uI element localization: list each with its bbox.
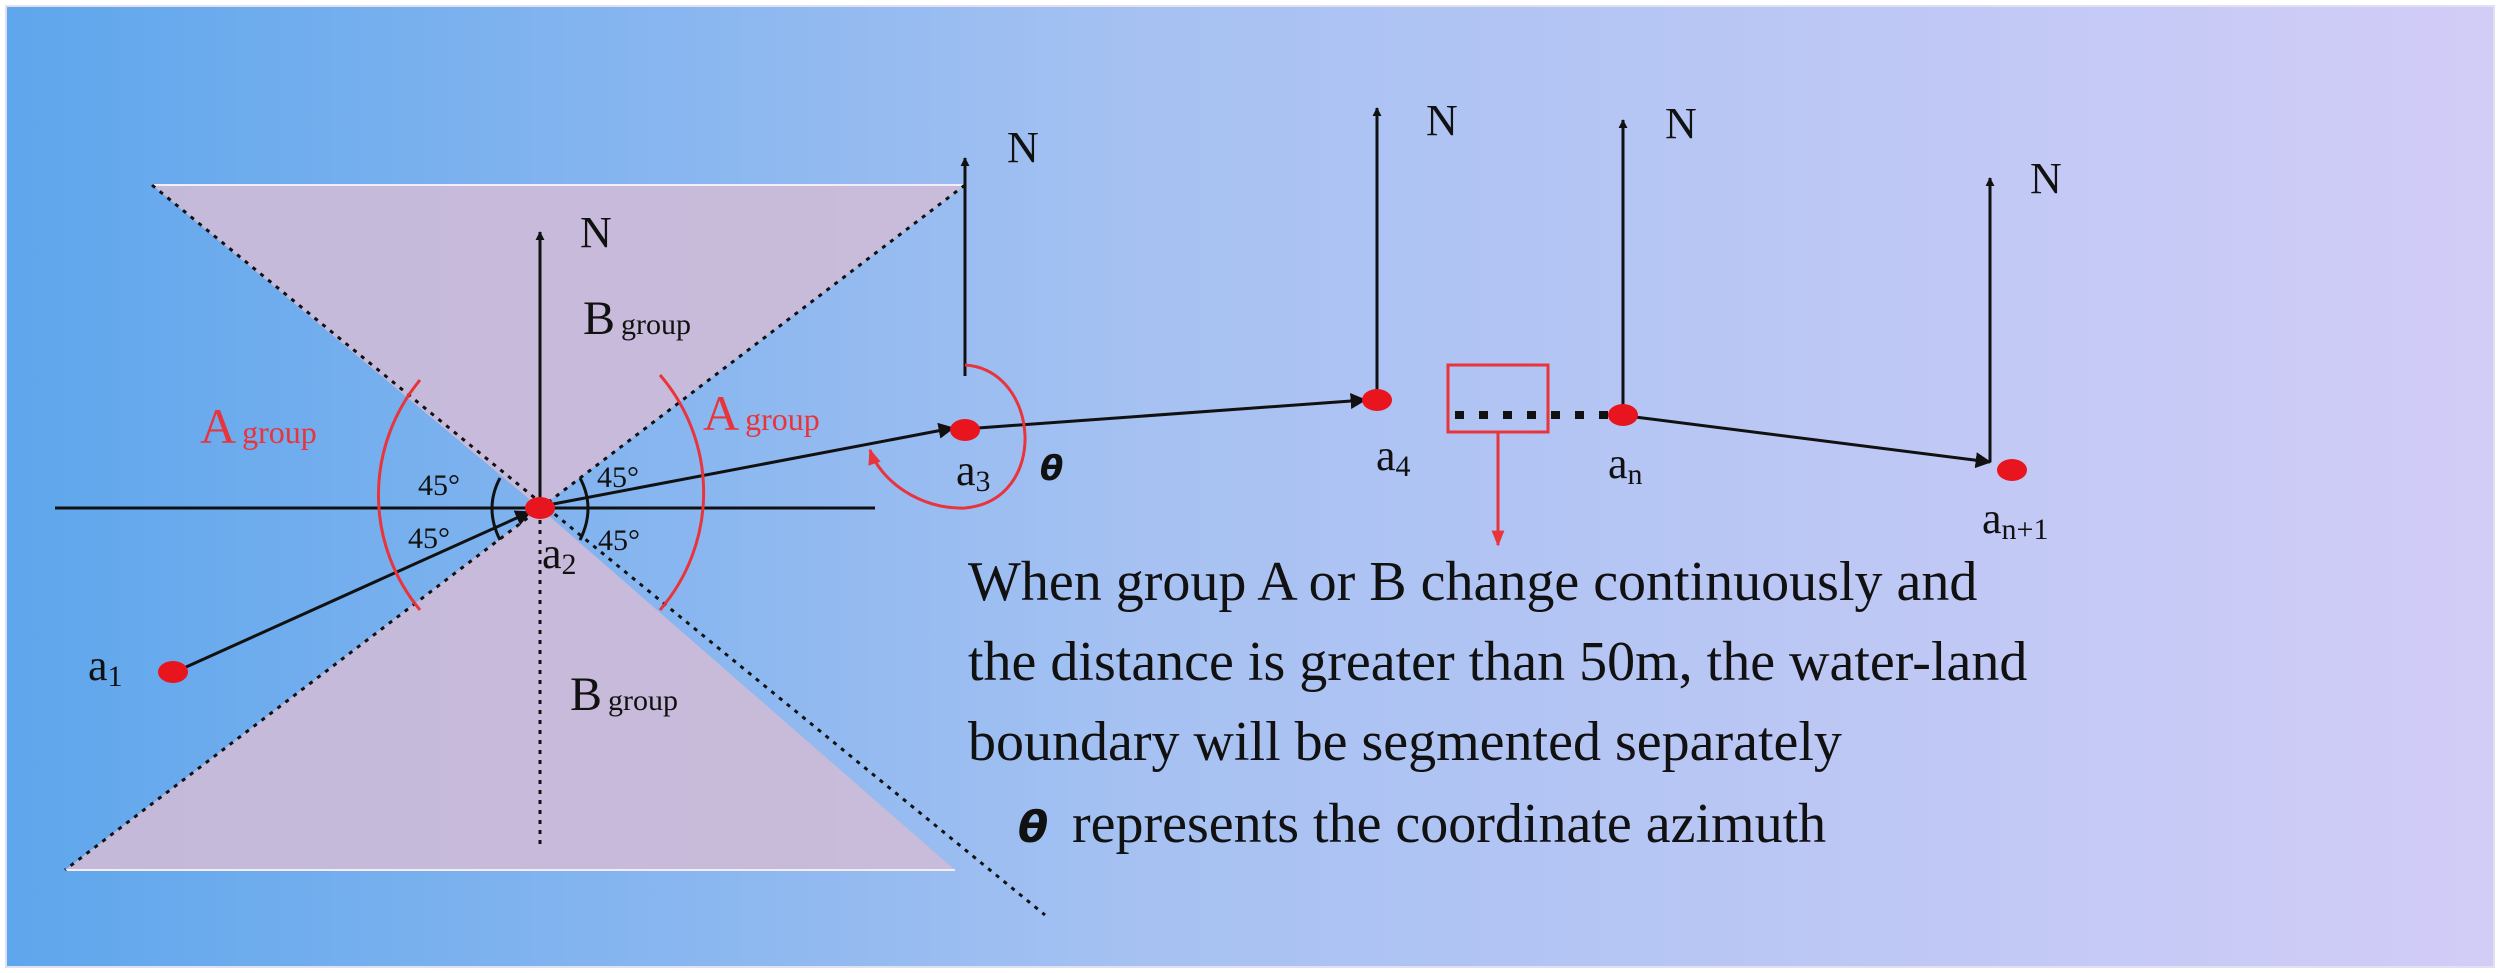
upper-cone [152, 185, 965, 508]
diagonal-dotted-2 [64, 183, 966, 872]
caption-line-4: represents the coordinate azimuth [1072, 793, 1826, 855]
label-a1: a1 [88, 641, 123, 693]
label-an: an [1608, 439, 1643, 491]
point-a2 [525, 497, 555, 519]
path-a3-a4 [977, 393, 1367, 430]
north-label-a3: N [1007, 123, 1039, 172]
north-label-a4: N [1426, 96, 1458, 145]
theta-symbol: θ [1040, 449, 1063, 489]
label-a2: a2 [542, 529, 577, 581]
a-group-arc-left [377, 379, 422, 611]
angle-label-upper-left: 45° [418, 469, 460, 502]
label-a3: a3 [956, 446, 991, 498]
north-label-an1: N [2030, 154, 2062, 203]
north-label-a2: N [580, 208, 612, 257]
path-a2-a3 [547, 422, 955, 507]
point-a3 [950, 419, 980, 441]
diagonal-dotted-1 [151, 183, 1046, 917]
label-an1: an+1 [1982, 494, 2048, 546]
label-a4: a4 [1376, 431, 1411, 483]
a-group-arc-right [658, 374, 706, 611]
azimuth-arc [868, 363, 1027, 510]
point-a4 [1362, 389, 1392, 411]
caption-line-3: boundary will be segmented separately [968, 711, 1842, 773]
path-a1-a2 [174, 510, 532, 674]
angle-label-lower-right: 45° [598, 524, 640, 557]
angle-label-upper-right: 45° [597, 461, 639, 494]
point-a1 [158, 661, 188, 683]
path-an-an1 [1634, 415, 1992, 469]
caption-theta-symbol: θ [1018, 802, 1048, 853]
angle-label-lower-left: 45° [408, 522, 450, 555]
point-an [1608, 404, 1638, 426]
caption-line-1: When group A or B change continuously an… [968, 551, 1977, 613]
point-an1 [1997, 459, 2027, 481]
angle-arc-right [578, 477, 590, 541]
angle-arc-left [490, 477, 502, 541]
north-label-an: N [1665, 99, 1697, 148]
caption-line-2: the distance is greater than 50m, the wa… [968, 631, 2027, 693]
lower-cone [65, 508, 955, 870]
